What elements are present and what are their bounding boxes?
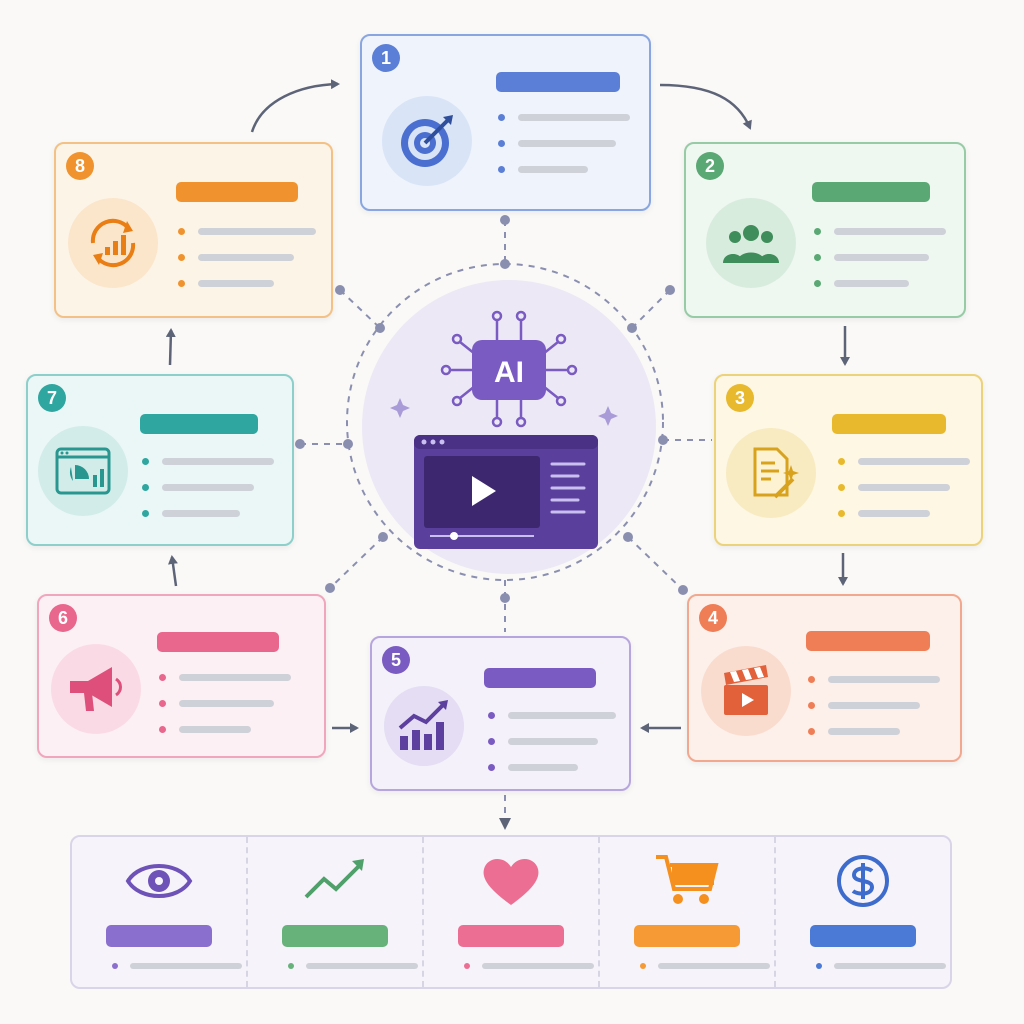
- growth-chart-icon: [384, 686, 464, 766]
- outcome-bar: [810, 925, 916, 947]
- bullet-item: [498, 104, 630, 130]
- bullet-item: [498, 130, 630, 156]
- step-title-bar: [176, 182, 298, 202]
- bullet-item: [159, 690, 291, 716]
- step-badge: 7: [38, 384, 66, 412]
- chip-icon: [472, 340, 546, 400]
- outcome-bar: [634, 925, 740, 947]
- eye-icon: [124, 851, 194, 911]
- outcome-line: [112, 963, 242, 969]
- spoke-node: [500, 593, 510, 603]
- flow-arrow-6-to-7: [168, 555, 178, 587]
- step-card-1: 1: [360, 34, 651, 211]
- spoke-node: [325, 583, 335, 593]
- step-title-bar: [812, 182, 930, 202]
- bullet-item: [808, 666, 940, 692]
- outcome-bar: [458, 925, 564, 947]
- outcome-bar: [106, 925, 212, 947]
- bullet-item: [808, 718, 940, 744]
- step-badge: 3: [726, 384, 754, 412]
- analytics-window-icon: [38, 426, 128, 516]
- heart-icon: [476, 851, 546, 911]
- bullet-item: [488, 728, 616, 754]
- arrowhead-to-outcomes: [499, 818, 511, 830]
- outcome-line: [816, 963, 946, 969]
- step-title-bar: [832, 414, 946, 434]
- flow-arrow-1-to-2: [659, 83, 752, 130]
- outcome-line: [640, 963, 770, 969]
- outcome-engagement: [424, 837, 600, 987]
- step-card-6: 6: [37, 594, 326, 758]
- step-badge: 6: [49, 604, 77, 632]
- bullet-item: [808, 692, 940, 718]
- outcome-bar: [282, 925, 388, 947]
- bullet-item: [814, 244, 946, 270]
- step-card-4: 4: [687, 594, 962, 762]
- spoke-node: [665, 285, 675, 295]
- outcome-growth: [248, 837, 424, 987]
- bullet-item: [142, 500, 274, 526]
- bullet-item: [838, 500, 970, 526]
- trend-up-icon: [300, 851, 370, 911]
- spoke-node: [343, 439, 353, 449]
- bullet-item: [838, 448, 970, 474]
- step-title-bar: [140, 414, 258, 434]
- step-badge: 8: [66, 152, 94, 180]
- outcome-line: [464, 963, 594, 969]
- sparkle-icon: [390, 398, 410, 418]
- bullet-item: [814, 218, 946, 244]
- cart-icon: [652, 851, 722, 911]
- bullet-item: [178, 218, 316, 244]
- bullet-item: [142, 474, 274, 500]
- bullet-item: [488, 754, 616, 780]
- bullet-item: [814, 270, 946, 296]
- ai-video-hub: AI: [362, 280, 656, 574]
- step-badge: 1: [372, 44, 400, 72]
- step-card-2: 2: [684, 142, 966, 318]
- spoke-node: [678, 585, 688, 595]
- bullet-item: [178, 244, 316, 270]
- spoke-node: [500, 215, 510, 225]
- spoke-node: [500, 259, 510, 269]
- script-magic-icon: [726, 428, 816, 518]
- outcome-sales: [600, 837, 776, 987]
- flow-arrow-8-to-1: [250, 79, 340, 133]
- sparkle-icon: [598, 406, 618, 426]
- outcomes-panel: [70, 835, 952, 989]
- step-title-bar: [806, 631, 930, 651]
- refresh-chart-icon: [68, 198, 158, 288]
- bullet-item: [488, 702, 616, 728]
- spoke-node: [658, 435, 668, 445]
- step-title-bar: [157, 632, 279, 652]
- team-icon: [706, 198, 796, 288]
- step-title-bar: [496, 72, 620, 92]
- step-title-bar: [484, 668, 596, 688]
- bullet-item: [178, 270, 316, 296]
- bullet-item: [159, 716, 291, 742]
- dollar-icon: [828, 851, 898, 911]
- spoke-node: [295, 439, 305, 449]
- video-player-icon: [414, 435, 598, 549]
- bullet-item: [838, 474, 970, 500]
- step-card-5: 5: [370, 636, 631, 791]
- bullet-item: [159, 664, 291, 690]
- clapperboard-icon: [701, 646, 791, 736]
- bullet-item: [142, 448, 274, 474]
- step-badge: 4: [699, 604, 727, 632]
- outcome-views: [72, 837, 248, 987]
- ai-chip-label: AI: [494, 356, 524, 389]
- flow-arrow-7-to-8: [165, 328, 176, 366]
- spoke-node: [335, 285, 345, 295]
- bullet-item: [498, 156, 630, 182]
- outcome-revenue: [776, 837, 950, 987]
- step-card-8: 8: [54, 142, 333, 318]
- target-icon: [382, 96, 472, 186]
- step-card-7: 7: [26, 374, 294, 546]
- megaphone-icon: [51, 644, 141, 734]
- step-badge: 2: [696, 152, 724, 180]
- step-badge: 5: [382, 646, 410, 674]
- outcome-line: [288, 963, 418, 969]
- step-card-3: 3: [714, 374, 983, 546]
